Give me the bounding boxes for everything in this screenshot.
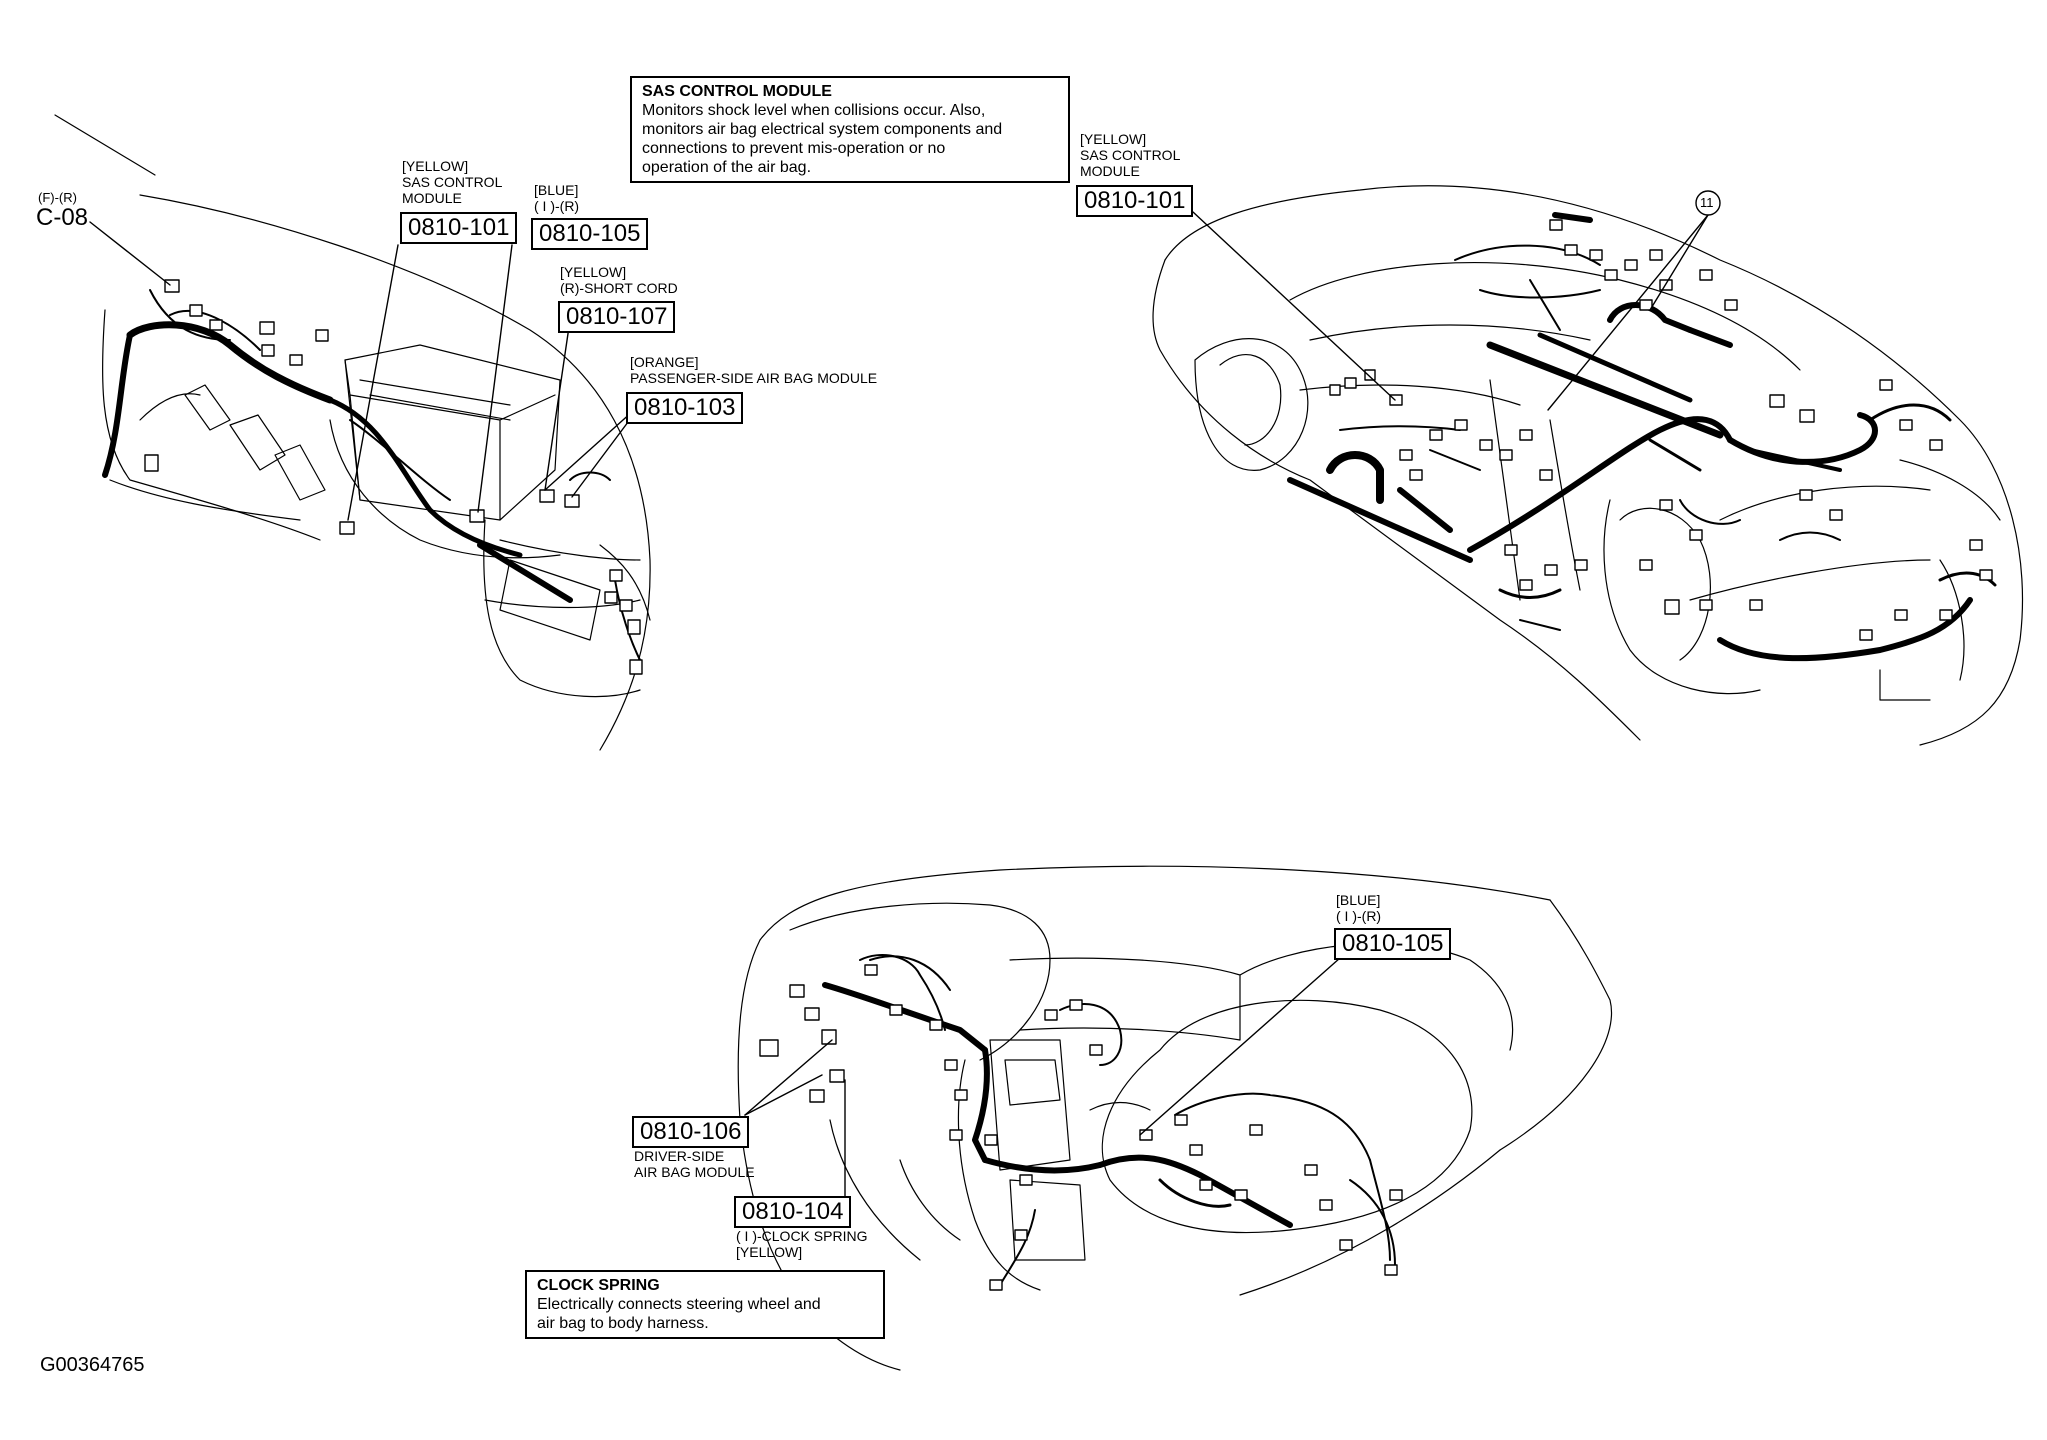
callout-label-line: [YELLOW] [1080, 131, 1147, 147]
callout-label-line: [BLUE] [1336, 892, 1381, 908]
callout-label-line: SAS CONTROL [402, 174, 503, 190]
car-leaders [1192, 211, 1709, 411]
callout-label-line: MODULE [402, 190, 462, 206]
sas-info-box: SAS CONTROL MODULE Monitors shock level … [630, 76, 1070, 183]
connector-code-0810-106: 0810-106 [632, 1116, 750, 1148]
sas-info-line: monitors air bag electrical system compo… [642, 121, 1003, 138]
dashboard-harness [822, 954, 1396, 1286]
callout-105-left-label: [BLUE] ( I )-(R) [534, 182, 579, 214]
connector-code-0810-105-left: 0810-105 [531, 218, 649, 250]
connector-code-0810-101-right: 0810-101 [1076, 185, 1194, 217]
diagram-id: G00364765 [40, 1354, 145, 1376]
left-view-outline [54, 114, 651, 751]
car-harness [1287, 212, 1997, 662]
sas-info-line: connections to prevent mis-operation or … [642, 140, 946, 157]
clock-spring-info-box: CLOCK SPRING Electrically connects steer… [525, 1270, 885, 1339]
connector-code-0810-107: 0810-107 [558, 301, 676, 333]
clock-info-line: air bag to body harness. [537, 1315, 709, 1332]
callout-label-line: (R)-SHORT CORD [560, 280, 678, 296]
callout-107-label: [YELLOW] (R)-SHORT CORD [560, 264, 678, 296]
circle-marker-11 [1695, 190, 1721, 216]
callout-label-line: [YELLOW] [560, 264, 627, 280]
left-harness [102, 289, 641, 661]
callout-label-line: SAS CONTROL [1080, 147, 1181, 163]
callout-101-right-label: [YELLOW] SAS CONTROL MODULE [1080, 131, 1180, 179]
callout-label-line: [YELLOW] [402, 158, 469, 174]
callout-106-label: DRIVER-SIDE AIR BAG MODULE [634, 1148, 755, 1180]
circle-marker-text: 11 [1700, 195, 1714, 210]
clock-info-title: CLOCK SPRING [537, 1277, 660, 1294]
callout-101-left-label: [YELLOW] SAS CONTROL MODULE [402, 158, 502, 206]
connector-code-0810-101-left: 0810-101 [400, 212, 518, 244]
callout-label-line: [BLUE] [534, 182, 579, 198]
clock-info-line: Electrically connects steering wheel and [537, 1296, 821, 1313]
left-connectors [144, 279, 643, 675]
callout-103-label: [ORANGE] PASSENGER-SIDE AIR BAG MODULE [630, 354, 877, 386]
connector-code-0810-105-bottom: 0810-105 [1334, 928, 1452, 960]
callout-label-line: ( I )-(R) [1336, 908, 1382, 924]
callout-label-line: DRIVER-SIDE [634, 1148, 725, 1164]
callout-label-line: ( I )-CLOCK SPRING [736, 1228, 868, 1244]
car-body-outline [1152, 185, 2024, 746]
callout-104-label: ( I )-CLOCK SPRING [YELLOW] [736, 1228, 867, 1260]
callout-label-line: PASSENGER-SIDE AIR BAG MODULE [630, 370, 878, 386]
callout-label-line: ( I )-(R) [534, 198, 580, 214]
sas-info-title: SAS CONTROL MODULE [642, 83, 832, 100]
sas-info-line: Monitors shock level when collisions occ… [642, 102, 986, 119]
connector-ref-code: C-08 [36, 204, 89, 231]
connector-code-0810-103: 0810-103 [626, 392, 744, 424]
dashboard-leaders [744, 957, 1341, 1199]
callout-label-line: [YELLOW] [736, 1244, 803, 1260]
dashboard-connectors [759, 964, 1403, 1291]
connector-ref-prefix: (F)-(R) [38, 190, 77, 205]
callout-label-line: MODULE [1080, 163, 1140, 179]
callout-label-line: AIR BAG MODULE [634, 1164, 755, 1180]
callout-105-bottom-label: [BLUE] ( I )-(R) [1336, 892, 1381, 924]
sas-info-line: operation of the air bag. [642, 159, 812, 176]
callout-label-line: [ORANGE] [630, 354, 699, 370]
connector-code-0810-104: 0810-104 [734, 1196, 852, 1228]
